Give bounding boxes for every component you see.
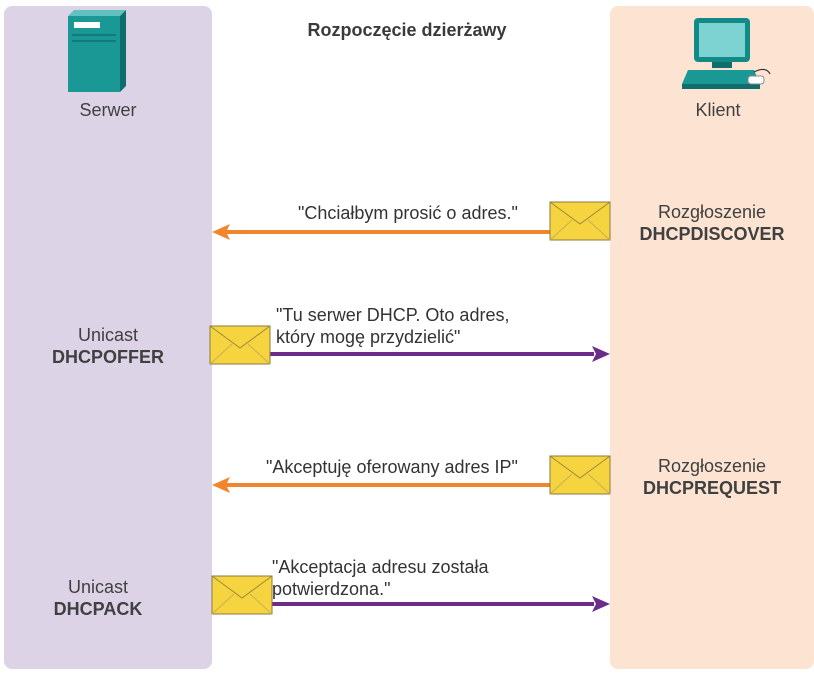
server-label: Serwer xyxy=(79,100,137,120)
server-panel xyxy=(4,6,212,669)
step-ack-label: Unicast DHCPACK xyxy=(10,576,186,620)
envelope-icon xyxy=(209,325,271,365)
step-request-text: "Akceptuję oferowany adres IP" xyxy=(266,457,518,477)
arrow-ack xyxy=(272,596,610,612)
arrow-request xyxy=(212,477,550,493)
client-panel xyxy=(610,6,814,669)
step-type-label: Rozgłoszenie xyxy=(657,202,767,222)
envelope-icon xyxy=(549,201,611,241)
step-message-name: DHCPOFFER xyxy=(52,347,164,367)
envelope-icon xyxy=(211,575,273,615)
arrow-discover xyxy=(212,224,550,240)
envelope-icon xyxy=(549,455,611,495)
computer-icon xyxy=(682,18,771,89)
step-discover-label: Rozgłoszenie DHCPDISCOVER xyxy=(620,201,804,245)
step-type-label: Rozgłoszenie xyxy=(657,456,767,476)
step-type-label: Unicast xyxy=(67,577,129,597)
text-line: potwierdzona." xyxy=(272,579,391,599)
step-discover-text: "Chciałbym prosić o adres." xyxy=(298,203,518,223)
text-line: który mogę przydzielić" xyxy=(276,327,461,347)
step-message-name: DHCPREQUEST xyxy=(642,478,781,498)
step-ack-text: "Akceptacja adresu została potwierdzona.… xyxy=(272,556,489,600)
step-offer-label: Unicast DHCPOFFER xyxy=(10,324,206,368)
server-icon xyxy=(68,10,126,92)
step-message-name: DHCPDISCOVER xyxy=(639,224,785,244)
text-line: "Tu serwer DHCP. Oto adres, xyxy=(276,305,510,325)
step-message-name: DHCPACK xyxy=(53,599,143,619)
diagram-title: Rozpoczęcie dzierżawy xyxy=(307,20,507,40)
text-line: "Akceptacja adresu została xyxy=(272,557,489,577)
arrow-offer xyxy=(270,346,610,362)
step-type-label: Unicast xyxy=(77,325,139,345)
client-label: Klient xyxy=(695,100,741,120)
step-offer-text: "Tu serwer DHCP. Oto adres, który mogę p… xyxy=(276,304,509,348)
step-request-label: Rozgłoszenie DHCPREQUEST xyxy=(620,455,804,499)
